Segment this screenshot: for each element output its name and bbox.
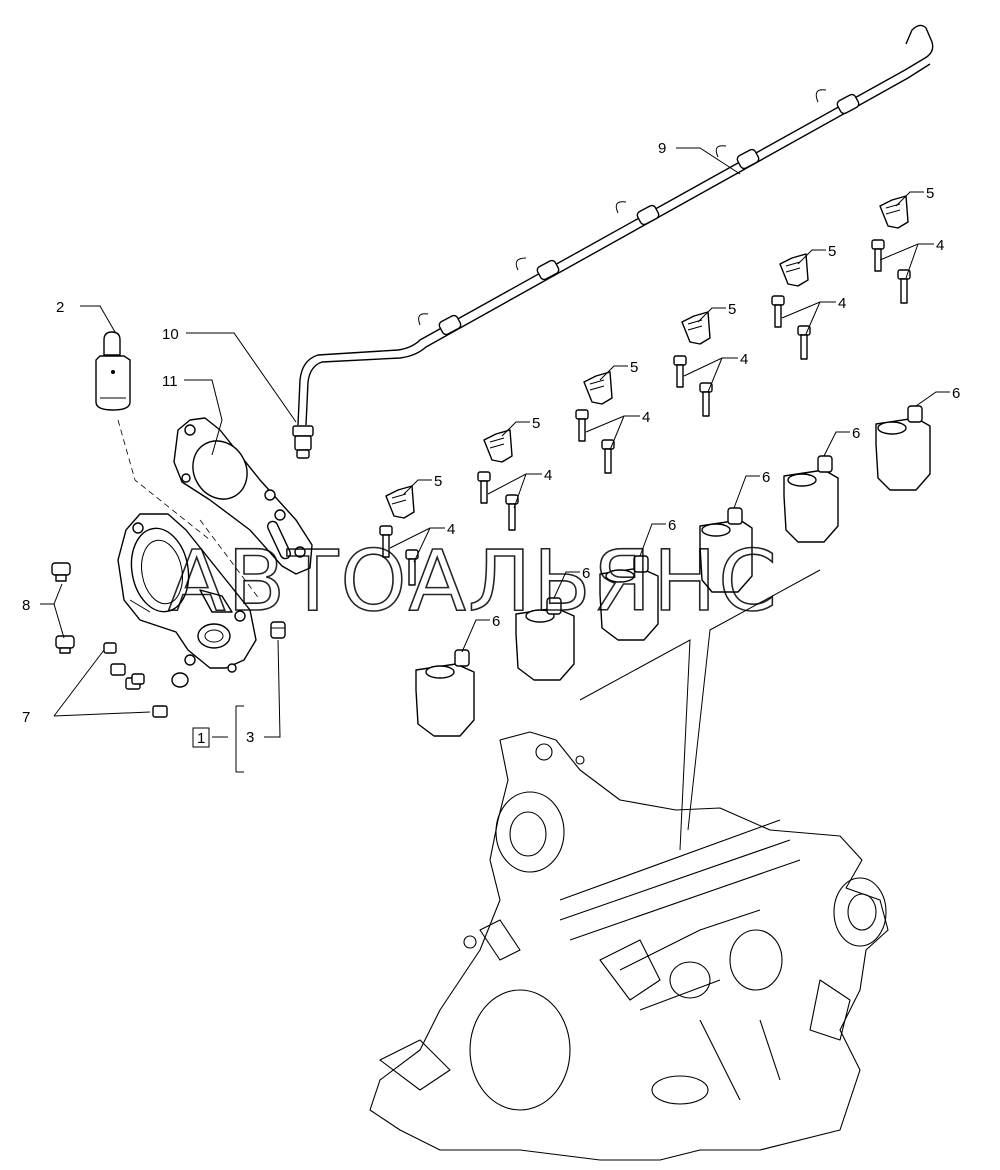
pipe-fitting: [292, 425, 314, 459]
callout-10: 10: [162, 326, 179, 343]
clips: [385, 195, 909, 519]
injector-4: [699, 507, 753, 593]
screws: [379, 239, 911, 586]
rail-clip-4: [715, 145, 760, 170]
injector-5: [783, 455, 839, 543]
fuel-rail-pipe: [297, 24, 934, 426]
injector-6: [875, 405, 931, 491]
gasket: [173, 417, 313, 575]
callout-1: 1: [197, 730, 205, 747]
bolt-7-d: [131, 673, 145, 685]
bolt-8-lower: [55, 635, 75, 654]
plug: [270, 621, 286, 639]
watermark-text: АВТОАЛЬЯНС: [168, 532, 779, 630]
callout-11: 11: [162, 373, 178, 390]
callout-6-b: 6: [582, 565, 590, 582]
callout-7: 7: [22, 709, 30, 726]
callout-6-e: 6: [852, 425, 860, 442]
bolt-8-upper: [51, 562, 71, 582]
callout-2: 2: [56, 299, 64, 316]
callout-5-c: 5: [630, 359, 638, 376]
injector-2: [515, 597, 575, 681]
callout-4-e: 4: [838, 295, 846, 312]
washer: [171, 672, 189, 688]
callout-4-c: 4: [642, 409, 650, 426]
rail-clip-2: [515, 257, 560, 281]
callout-5-e: 5: [828, 243, 836, 260]
bolt-7-e: [152, 705, 168, 718]
callout-8: 8: [22, 597, 30, 614]
callout-5-a: 5: [434, 473, 442, 490]
callout-5-b: 5: [532, 415, 540, 432]
callout-6-f: 6: [952, 385, 960, 402]
bolt-7-b: [110, 663, 126, 676]
bolt-7-a: [103, 642, 117, 654]
callout-6-d: 6: [762, 469, 770, 486]
thermostat-housing: [117, 513, 257, 673]
callout-6-a: 6: [492, 613, 500, 630]
rail-clip-5: [815, 89, 860, 115]
sensor: [95, 331, 131, 411]
injector-3: [599, 555, 659, 641]
callout-4-d: 4: [740, 351, 748, 368]
rail-clip-1: [418, 313, 462, 336]
engine-overview: [369, 731, 889, 1161]
callout-5-f: 5: [926, 185, 934, 202]
callout-3: 3: [246, 729, 254, 746]
injector-units: [415, 405, 931, 737]
callout-9: 9: [658, 140, 666, 157]
injector-1: [415, 649, 475, 737]
callout-1-box: 1: [192, 727, 210, 748]
callout-6-c: 6: [668, 517, 676, 534]
callout-5-d: 5: [728, 301, 736, 318]
rail-clip-3: [615, 201, 660, 226]
callout-4-b: 4: [544, 467, 552, 484]
callout-4-f: 4: [936, 237, 944, 254]
callout-4-a: 4: [447, 521, 455, 538]
